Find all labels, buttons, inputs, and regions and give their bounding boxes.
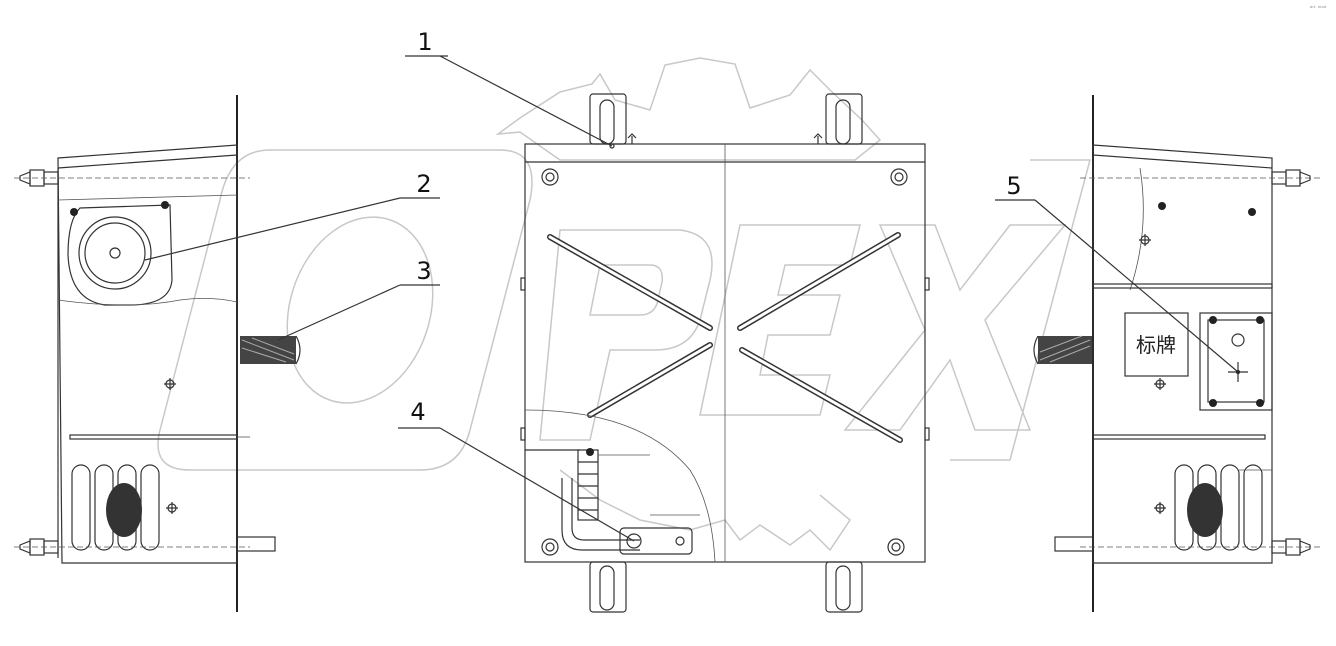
left-side-view	[14, 95, 301, 612]
latch-mechanism	[561, 448, 700, 555]
nameplate-text: 标牌	[1136, 333, 1176, 357]
center-front-view	[520, 93, 930, 613]
watermark-p	[539, 229, 713, 441]
top-mount-brackets	[589, 93, 863, 149]
watermark-x	[843, 224, 1067, 431]
corner-mark: ᵃʳᵗ ᵐᵒᵈ	[1310, 5, 1327, 12]
cross-braces	[547, 232, 903, 443]
right-bolts	[1139, 202, 1256, 514]
left-pipe-connector	[240, 335, 301, 365]
nameplate: 标牌	[1124, 312, 1189, 377]
callout-5: 5	[995, 172, 1239, 373]
watermark-e	[699, 224, 861, 416]
callout-2-label: 2	[416, 170, 431, 198]
watermark-o-inner	[286, 216, 434, 404]
bottom-mount-brackets	[589, 561, 863, 613]
callout-4-label: 4	[410, 398, 425, 426]
watermark	[157, 57, 1091, 552]
right-vents	[1174, 464, 1272, 551]
left-side-studs	[14, 169, 276, 556]
right-side-view: 标牌	[1033, 95, 1320, 612]
callout-2: 2	[144, 170, 440, 261]
watermark-gear-outline	[495, 57, 882, 161]
right-pipe-connector	[1033, 335, 1092, 365]
side-nubs	[520, 277, 930, 441]
left-bolts	[164, 378, 178, 514]
callout-3: 3	[277, 257, 440, 341]
watermark-o-outer	[157, 149, 533, 471]
corner-bolts	[541, 168, 908, 556]
control-box	[1199, 312, 1273, 411]
watermark-bracket	[950, 159, 1091, 461]
right-side-studs	[1054, 169, 1320, 556]
fan-blower	[67, 201, 173, 306]
callout-5-label: 5	[1006, 172, 1021, 200]
left-vents	[71, 464, 160, 551]
callout-4: 4	[398, 398, 635, 542]
callout-1: 1	[405, 28, 613, 147]
callout-3-label: 3	[416, 257, 431, 285]
watermark-gear-bottom	[559, 469, 851, 552]
callout-1-label: 1	[417, 28, 432, 56]
